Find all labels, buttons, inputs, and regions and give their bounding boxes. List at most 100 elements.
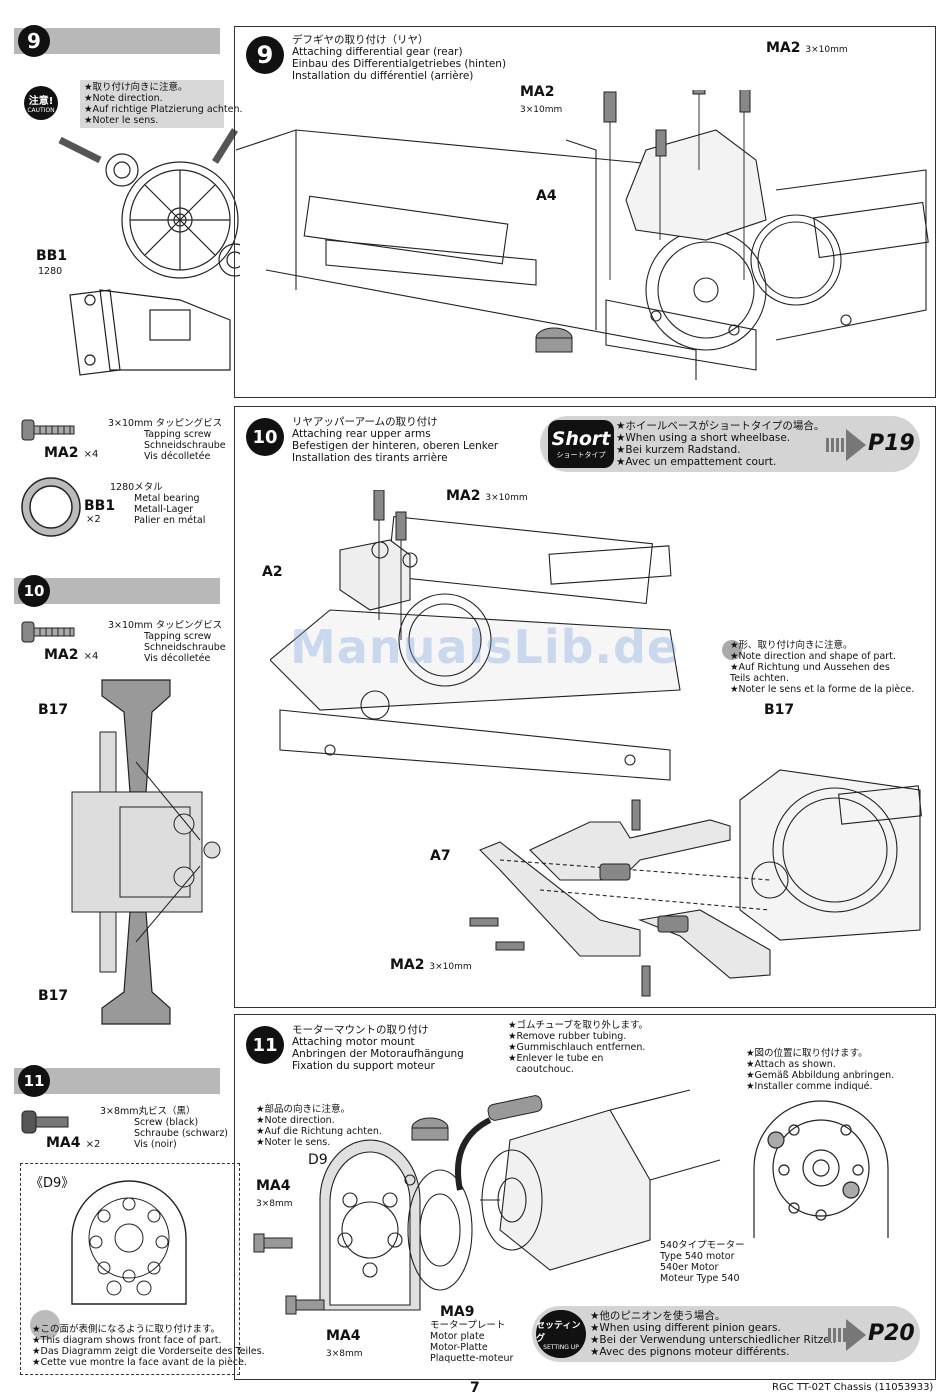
desc-line: 3×10mm タッピングビス xyxy=(108,418,223,429)
desc-line: Screw (black) xyxy=(134,1117,199,1128)
desc-line: Vis décolletée xyxy=(144,653,211,664)
note-line: ★ホイールベースがショートタイプの場合。 xyxy=(616,420,825,432)
desc-line: Schraube (schwarz) xyxy=(134,1128,229,1139)
step9-chassis-illustration xyxy=(236,90,929,380)
part-ma2-label: MA2 ×4 xyxy=(44,644,98,663)
page-ref-p20-link[interactable]: P20 xyxy=(868,1321,915,1346)
note-line: ★Enlever le tube en xyxy=(508,1053,604,1064)
page-ref-arrow-icon xyxy=(846,1319,866,1351)
setting-up-badge: セッティング SETTING UP xyxy=(536,1310,586,1358)
caution-label: 注意! xyxy=(28,96,54,107)
note-line: ★Avec des pignons moteur différents. xyxy=(590,1346,790,1358)
ma2-size: 3×10mm xyxy=(805,45,848,55)
motor-mount-position-detail xyxy=(753,1100,889,1238)
title-line: Installation du différentiel (arrière) xyxy=(292,70,474,82)
desc-line: Vis (noir) xyxy=(134,1139,177,1150)
note-dot-icon xyxy=(30,1310,60,1340)
desc-line: Type 540 motor xyxy=(660,1251,735,1262)
title-line: Befestigen der hinteren, oberen Lenker xyxy=(292,440,499,452)
part-code: BB1 xyxy=(84,498,116,514)
short-badge-label: Short xyxy=(551,428,611,450)
step10-upper-assembly-illustration xyxy=(270,490,681,781)
short-notes: ★ホイールベースがショートタイプの場合。 ★When using a short… xyxy=(616,420,824,468)
note-line: ★When using different pinion gears. xyxy=(590,1322,781,1334)
part-ma2-desc: 3×10mm タッピングビス Tapping screw Schneidschr… xyxy=(108,418,226,462)
page-ref-p19-link[interactable]: P19 xyxy=(868,431,915,456)
ma4-code: MA4 xyxy=(326,1328,361,1344)
ma2-callout-bottom: MA2 3×10mm xyxy=(390,957,472,973)
note-line: ★Noter le sens. xyxy=(84,115,159,126)
step10-rear-arm-illustration xyxy=(469,769,922,997)
ma4-code: MA4 xyxy=(256,1178,291,1194)
note-line: ★Gummischlauch entfernen. xyxy=(508,1042,646,1053)
d9-detail-notes: ★この面が表側になるように取り付けます。 ★This diagram shows… xyxy=(32,1324,265,1368)
part-bb1-desc: 1280メタル Metal bearing Metall-Lager Palie… xyxy=(110,482,205,526)
page-number: 7 xyxy=(470,1380,480,1396)
ma4-size: 3×8mm xyxy=(256,1199,293,1209)
note-line: caoutchouc. xyxy=(516,1064,574,1075)
title-line: Einbau des Differentialgetriebes (hinten… xyxy=(292,58,507,70)
desc-line: Tapping screw xyxy=(144,429,212,440)
part-ma4-label: MA4 ×2 xyxy=(46,1132,100,1151)
ma4-callout-bottom: MA4 3×8mm xyxy=(326,1328,363,1360)
tapping-screw-icon xyxy=(21,621,75,643)
desc-line: 540タイプモーター xyxy=(660,1240,745,1251)
desc-line: Plaquette-moteur xyxy=(430,1353,514,1364)
caution-sub: CAUTION xyxy=(27,107,55,114)
part-bb1-label: BB1 ×2 xyxy=(84,498,115,525)
part-ma2-label: MA2 ×4 xyxy=(44,442,98,461)
title-line: Installation des tirants arrière xyxy=(292,452,448,464)
step9-title: デフギヤの取り付け（リヤ） Attaching differential gea… xyxy=(292,34,506,82)
desc-line: 540er Motor xyxy=(660,1262,719,1273)
note-line: ★図の位置に取り付けます。 xyxy=(746,1048,868,1059)
note-line: ★Note direction. xyxy=(84,93,163,104)
setting-notes: ★他のピニオンを使う場合。 ★When using different pini… xyxy=(590,1310,836,1358)
note-line: ★Bei kurzem Radstand. xyxy=(616,444,741,456)
title-line: Attaching rear upper arms xyxy=(292,428,431,440)
bb1-callout-sub: 1280 xyxy=(38,266,63,277)
note-line: ★Avec un empattement court. xyxy=(616,456,777,468)
title-line: Attaching differential gear (rear) xyxy=(292,46,463,58)
step11-motor-assembly-illustration xyxy=(253,1089,721,1315)
note-line: ★形、取り付け向きに注意。 xyxy=(730,640,853,651)
caution-icon: 注意! CAUTION xyxy=(24,86,58,120)
title-line: リヤアッパーアームの取り付け xyxy=(292,416,438,428)
ma4-size: 3×8mm xyxy=(326,1349,363,1359)
setting-badge-label: セッティング xyxy=(536,1320,581,1344)
ma2-callout-left: MA2 3×10mm xyxy=(520,84,562,116)
step11-number: 11 xyxy=(246,1026,284,1064)
page-ref-arrow-icon xyxy=(846,429,866,461)
ma2-code: MA2 xyxy=(766,40,801,56)
step11-panel xyxy=(234,1014,936,1380)
b17-callout: B17 xyxy=(764,702,795,718)
part-code: MA4 xyxy=(46,1135,81,1151)
round-screw-icon xyxy=(21,1110,69,1134)
title-line: Attaching motor mount xyxy=(292,1036,415,1048)
note-line: ★Noter le sens. xyxy=(256,1137,331,1148)
step10-number: 10 xyxy=(246,418,284,456)
a4-callout: A4 xyxy=(536,188,557,204)
desc-line: Motor plate xyxy=(430,1331,485,1342)
desc-line: Schneidschraube xyxy=(144,642,226,653)
ma9-desc: モータープレート Motor plate Motor-Platte Plaque… xyxy=(430,1320,513,1364)
desc-line: モータープレート xyxy=(430,1320,506,1331)
d9-detail-box xyxy=(20,1163,240,1375)
step9-panel xyxy=(234,26,936,398)
note-line: ★Auf richtige Platzierung achten. xyxy=(84,104,243,115)
ma2-size: 3×10mm xyxy=(485,493,528,503)
step11-title: モーターマウントの取り付け Attaching motor mount Anbr… xyxy=(292,1024,464,1072)
b17-callout-bottom: B17 xyxy=(38,988,69,1004)
title-line: モーターマウントの取り付け xyxy=(292,1024,429,1036)
desc-line: Moteur Type 540 xyxy=(660,1273,740,1284)
step9-gear-illustration xyxy=(58,128,240,376)
note-line: ★Auf Richtung und Aussehen des xyxy=(730,662,890,673)
desc-line: Schneidschraube xyxy=(144,440,226,451)
note-line: ★Noter le sens et la forme de la pièce. xyxy=(730,684,915,695)
d9-detail-label: 《D9》 xyxy=(30,1176,75,1191)
step10-notes: ★形、取り付け向きに注意。 ★Note direction and shape … xyxy=(730,640,914,695)
step9-sidebar-number: 9 xyxy=(18,25,50,57)
setting-badge-sub: SETTING UP xyxy=(543,1343,579,1351)
note-line: ★Auf die Richtung achten. xyxy=(256,1126,382,1137)
title-line: Anbringen der Motoraufhängung xyxy=(292,1048,464,1060)
desc-line: Metall-Lager xyxy=(134,504,194,515)
